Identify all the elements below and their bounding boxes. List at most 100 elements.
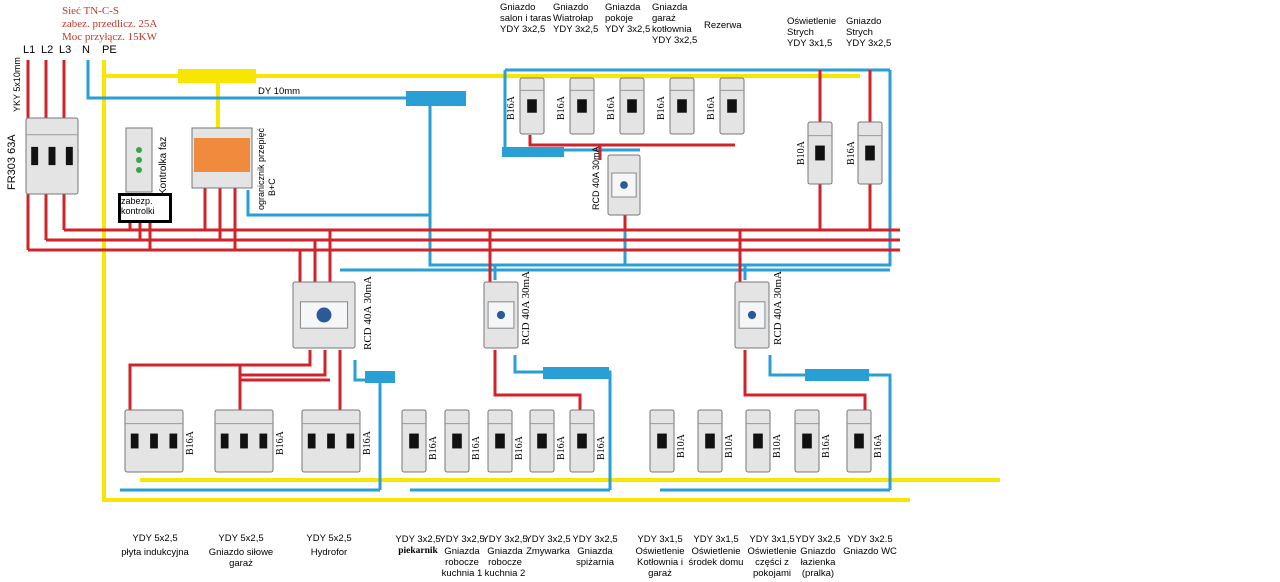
right-name-0-line-1: Kotłownia i (637, 557, 683, 568)
three-phase-name-2: Hydrofor (311, 547, 347, 558)
three-phase-breaker-0-lever-0 (130, 433, 139, 449)
three-phase-breaker-label-0: B16A (185, 431, 196, 455)
right-name-3-line-0: Gniazdo (800, 546, 836, 557)
three-phase-breaker-0-lever-1 (150, 433, 158, 449)
conductor-n: N (82, 44, 90, 56)
right-name-2-line-0: Oświetlenie (747, 546, 797, 557)
right-breaker-0-lever-0 (657, 433, 667, 449)
rcd-label-2: RCD 40A 30mA (520, 271, 532, 345)
surge-label-2: B+C (267, 178, 277, 196)
control-fuse-line-1: zabezp. (121, 196, 153, 206)
top-breaker-label-1: B16A (556, 96, 567, 120)
mid-breaker-label-4: B16A (596, 436, 607, 460)
mid-cable-1: YDY 3x2,5 (439, 534, 485, 545)
mid-name-1-line-1: robocze (445, 557, 479, 568)
right-name-3-line-2: (pralka) (801, 568, 835, 579)
mid-breaker-3-lever-0 (537, 433, 547, 449)
three-phase-name-1-line-1: garaż (229, 558, 253, 569)
top-circuit-1-line-0: Gniazdo (553, 2, 589, 13)
phase-wires (26, 60, 900, 410)
right-breaker-1-lever-0 (705, 433, 715, 449)
three-phase-breaker-0-lever-2 (169, 433, 178, 449)
three-phase-name-0: płyta indukcyjna (121, 547, 189, 558)
three-phase-breaker-1-lever-1 (240, 433, 248, 449)
right-name-4: Gniazdo WC (843, 546, 897, 557)
right-name-0-line-2: garaż (648, 568, 672, 579)
devices (25, 77, 883, 473)
attic-circuit-0-line-1: Strych (787, 27, 814, 38)
top-circuit-3-line-1: garaż (652, 13, 676, 24)
main-switch-label: FR303 63A (6, 134, 18, 190)
main-switch-lever-2 (65, 146, 73, 166)
top-circuit-label-4: Rezerwa (704, 20, 742, 31)
conductor-l1: L1 (23, 44, 36, 56)
top-circuit-3-line-2: kotłownia (652, 24, 692, 35)
right-name-3-line-1: łazienka (800, 557, 836, 568)
right-name-4-line-0: Gniazdo WC (843, 546, 897, 557)
top-circuit-1-line-2: YDY 3x2,5 (553, 24, 599, 35)
mid-name-2-line-0: Gniazda (487, 546, 523, 557)
right-breaker-label-0: B10A (676, 434, 687, 458)
mid-cable-3: YDY 3x2,5 (525, 534, 571, 545)
control-fuse-box: zabezp. kontrolki (118, 193, 172, 223)
top-circuit-2-line-2: YDY 3x2,5 (605, 24, 651, 35)
control-fuse-line-2: kontrolki (121, 206, 155, 216)
mid-breaker-2-lever-0 (495, 433, 505, 449)
top-circuit-2-line-1: pokoje (605, 13, 633, 24)
three-phase-cable-2: YDY 5x2,5 (306, 533, 352, 544)
mid-name-0: piekarnik (398, 546, 438, 557)
three-phase-name-1-line-0: Gniazdo siłowe (208, 547, 274, 558)
top-circuit-1-line-1: Wiatrołap (553, 13, 594, 24)
attic-circuit-1-line-1: Strych (846, 27, 873, 38)
surge-arrester-face (194, 138, 250, 172)
mid-cable-4: YDY 3x2,5 (572, 534, 618, 545)
three-phase-cable-0: YDY 5x2,5 (132, 533, 178, 544)
top-breaker-label-0: B16A (506, 96, 517, 120)
top-breaker-1-lever-0 (577, 99, 587, 113)
top-circuit-0-line-2: YDY 3x2,5 (500, 24, 546, 35)
top-circuit-3-line-0: Gniazda (652, 2, 688, 13)
mid-name-2-line-1: robocze (488, 557, 522, 568)
top-circuit-0-line-0: Gniazdo (500, 2, 536, 13)
rcd-label-3: RCD 40A 30mA (772, 271, 784, 345)
top-breaker-2-lever-0 (627, 99, 637, 113)
top-circuit-3-line-3: YDY 3x2,5 (652, 35, 698, 46)
rcd-1-test-button (316, 307, 332, 323)
neutral-wires (86, 60, 892, 492)
right-cable-1: YDY 3x1,5 (693, 534, 739, 545)
main-cable-label: YKY 5x10mm (12, 57, 22, 112)
phase-indicator-lamp-1 (136, 157, 142, 163)
mid-name-4-line-1: spiżarnia (575, 557, 615, 568)
surge-label-1: ogranicznik przepięć (256, 127, 266, 210)
top-breaker-label-2: B16A (606, 96, 617, 120)
pe-cable-label: DY 10mm (258, 86, 301, 97)
mid-breaker-label-1: B16A (471, 436, 482, 460)
top-rcd-label: RCD 40A 30mA (591, 146, 601, 210)
mid-name-3-line-0: Zmywarka (526, 546, 570, 557)
conductor-l2: L2 (41, 44, 54, 56)
right-cable-4: YDY 3x2.5 (847, 534, 893, 545)
main-switch-lever-1 (48, 146, 56, 166)
phase-indicator-label: Kontrolka faz (158, 136, 169, 195)
right-name-1-line-0: Oświetlenie (691, 546, 741, 557)
rcd-3-test-button (747, 310, 757, 320)
three-phase-name-0-line-0: płyta indukcyjna (121, 547, 189, 558)
network-line-2: zabez. przedlicz. 25A (62, 18, 158, 30)
right-cable-3: YDY 3x2,5 (795, 534, 841, 545)
mid-name-3: Zmywarka (526, 546, 570, 557)
mid-breaker-label-2: B16A (514, 436, 525, 460)
attic-breaker-1-lever-0 (865, 145, 875, 161)
top-breaker-label-4: B16A (706, 96, 717, 120)
attic-breaker-label-0: B10A (796, 141, 807, 165)
